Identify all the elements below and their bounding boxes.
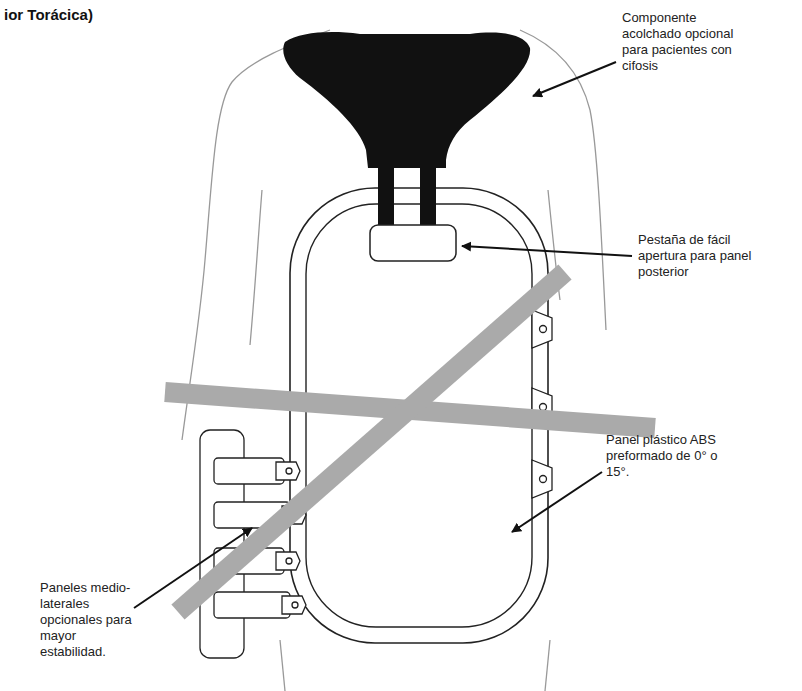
heading: ior Torácica) [4,6,93,24]
callout-label: Pestaña de fácil apertura para panel pos… [638,232,766,280]
callout-label: Panel plástico ABS preformado de 0° o 15… [606,432,732,480]
callout-label: Componente acolchado opcional para pacie… [622,10,734,74]
cross-straps [165,272,655,612]
pull-tab [370,225,456,261]
body-outline [182,30,606,691]
kyphosis-pad [283,32,530,232]
callout-label: Paneles medio-laterales opcionales para … [40,580,136,660]
right-tabs [532,310,552,498]
leader-arrows [134,62,632,608]
